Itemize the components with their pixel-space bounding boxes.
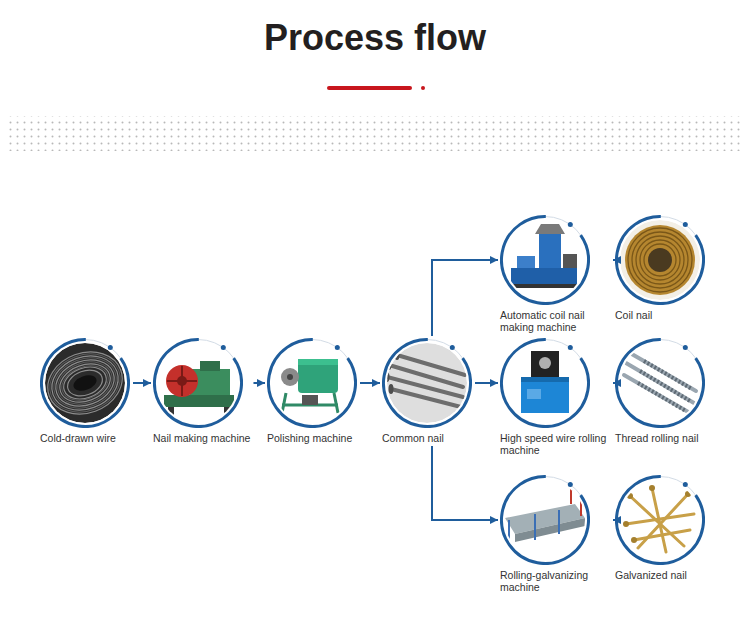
node-ring [40, 338, 130, 428]
ring-dot [221, 345, 226, 350]
ring-arc [382, 338, 472, 428]
process-node: Coil nail [615, 215, 705, 321]
coil-machine-picture [505, 220, 585, 300]
node-label: Nail making machine [153, 432, 250, 444]
node-label: Common nail [382, 432, 472, 444]
ring-dot [683, 482, 688, 487]
node-ring [500, 475, 590, 565]
node-label: Automatic coil nail making machine [500, 309, 612, 333]
node-label: Polishing machine [267, 432, 357, 444]
title-underline [329, 86, 410, 90]
process-node: Rolling-galvanizing machine [500, 475, 612, 593]
ring-arc [615, 475, 705, 565]
process-node: Automatic coil nail making machine [500, 215, 612, 333]
ring-dot [683, 222, 688, 227]
galvanized-nail-picture [620, 480, 700, 560]
ring-arc [500, 338, 590, 428]
process-node: Common nail [382, 338, 472, 444]
flow-arrow [475, 382, 498, 384]
flow-arrow [613, 519, 615, 521]
node-label: Cold-drawn wire [40, 432, 130, 444]
flow-arrow [613, 382, 615, 384]
process-node: Galvanized nail [615, 475, 705, 581]
ring-dot [108, 345, 113, 350]
ring-arc [500, 215, 590, 305]
thread-nail-picture [620, 343, 700, 423]
ring-arc [615, 215, 705, 305]
flow-arrow [360, 382, 380, 384]
dot-band [8, 116, 742, 151]
node-ring [500, 215, 590, 305]
coil-nail-picture [620, 220, 700, 300]
ring-arc [267, 338, 357, 428]
ring-dot [335, 345, 340, 350]
flow-arrow [432, 260, 498, 336]
node-ring [615, 215, 705, 305]
process-node: Polishing machine [267, 338, 357, 444]
ring-dot [568, 482, 573, 487]
rolling-machine-picture [505, 343, 585, 423]
title-dot [421, 86, 425, 90]
node-ring [615, 338, 705, 428]
node-label: Galvanized nail [615, 569, 705, 581]
process-node: Cold-drawn wire [40, 338, 130, 444]
process-node: High speed wire rolling machine [500, 338, 612, 456]
ring-dot [568, 222, 573, 227]
flow-arrow [432, 446, 498, 520]
nail-machine-picture [158, 343, 238, 423]
flow-arrow [613, 259, 615, 261]
ring-arc [40, 338, 130, 428]
ring-arc [615, 338, 705, 428]
title: Process flow [0, 16, 750, 59]
ring-arc [500, 475, 590, 565]
node-ring [267, 338, 357, 428]
galvanizing-machine-picture [505, 480, 585, 560]
node-label: Thread rolling nail [615, 432, 705, 444]
node-ring [153, 338, 243, 428]
flow-arrow [133, 382, 151, 384]
node-ring [615, 475, 705, 565]
process-node: Nail making machine [153, 338, 250, 444]
ring-dot [683, 345, 688, 350]
node-label: High speed wire rolling machine [500, 432, 612, 456]
node-ring [382, 338, 472, 428]
node-label: Coil nail [615, 309, 705, 321]
ring-dot [450, 345, 455, 350]
ring-arc [153, 338, 243, 428]
ring-dot [568, 345, 573, 350]
node-ring [500, 338, 590, 428]
common-nail-picture [385, 343, 468, 423]
polishing-machine-picture [272, 343, 352, 423]
node-label: Rolling-galvanizing machine [500, 569, 612, 593]
process-node: Thread rolling nail [615, 338, 705, 444]
flow-arrow [253, 382, 265, 384]
